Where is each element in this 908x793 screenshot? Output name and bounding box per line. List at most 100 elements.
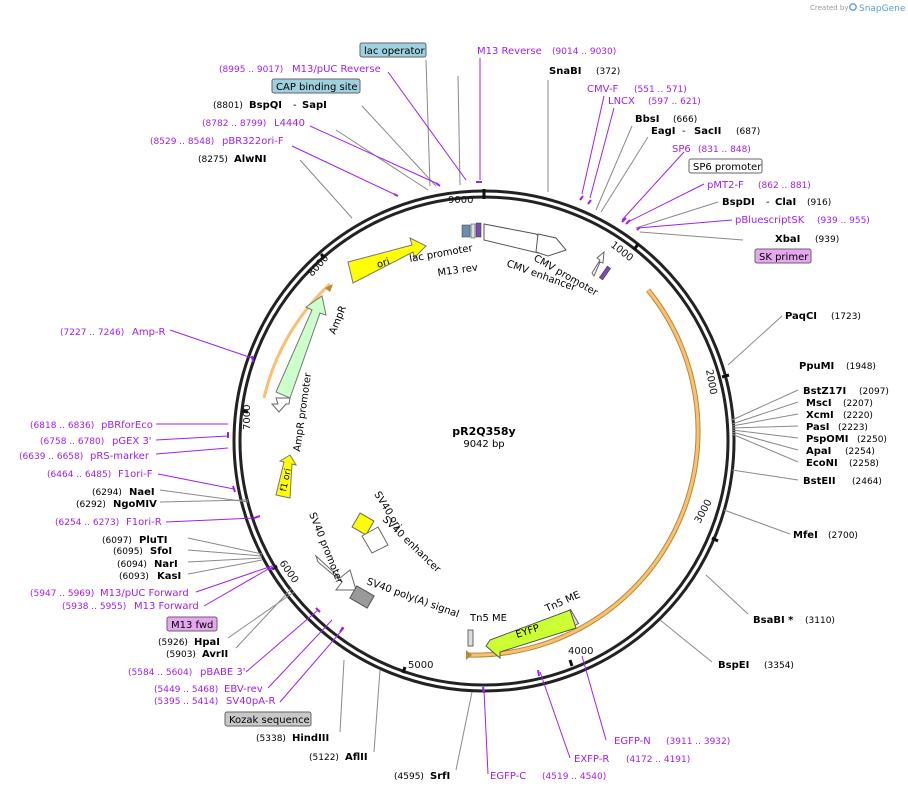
primer-cmv-f-name[interactable]: CMV-F	[587, 84, 618, 95]
primer-exfp-r-name[interactable]: EXFP-R	[574, 754, 609, 765]
enzyme-econi-name[interactable]: EcoNI	[806, 458, 838, 469]
tick-3000	[711, 536, 719, 543]
primer-pbr322ori-f-name[interactable]: pBR322ori-F	[222, 136, 284, 147]
primer-m13puc-reverse-name[interactable]: M13/pUC Reverse	[292, 64, 381, 75]
sv40-promoter-feature[interactable]	[314, 554, 357, 591]
primer-pmt2-f-name[interactable]: pMT2-F	[707, 180, 744, 191]
lac-operator-box-label[interactable]: lac operator	[364, 46, 425, 57]
enzyme-mfei-name[interactable]: MfeI	[793, 530, 818, 541]
enzyme-bsteii-pos: (2464)	[852, 477, 882, 487]
primer-f1ori-r-name[interactable]: F1ori-R	[126, 517, 162, 528]
primer-pbrforeco-name[interactable]: pBRforEco	[101, 420, 153, 431]
enzyme-snabi-name[interactable]: SnaBI	[549, 66, 581, 77]
cmv-promoter-feature[interactable]	[535, 233, 567, 257]
tn5-me-feature-1[interactable]	[467, 629, 474, 647]
primer-prs-marker-name[interactable]: pRS-marker	[90, 451, 150, 462]
primer-m13-reverse-name[interactable]: M13 Reverse	[477, 46, 542, 57]
ampr-promoter-feature[interactable]	[270, 397, 291, 413]
sp6-promoter-feature[interactable]	[591, 250, 605, 278]
sv40-enhancer-label: SV40 enhancer	[380, 514, 443, 575]
eyfp-feature[interactable]	[485, 609, 577, 660]
enzyme-bspqi-name[interactable]: BspQI	[249, 100, 282, 111]
m13-fwd-box-label[interactable]: M13 fwd	[171, 620, 213, 631]
enzyme-alwni-name[interactable]: AlwNI	[234, 154, 267, 165]
enzyme-ppumi-name[interactable]: PpuMI	[799, 361, 834, 372]
m13-rev-label: M13 rev	[437, 262, 479, 279]
eyfp-orf-arrowhead	[466, 650, 472, 660]
enzyme-apai-name[interactable]: ApaI	[806, 446, 831, 457]
kozak-sequence-box-label[interactable]: Kozak sequence	[229, 715, 310, 726]
primer-m13-forward-name[interactable]: M13 Forward	[134, 601, 199, 612]
tn5-me-label-2: Tn5 ME	[543, 590, 582, 615]
enzyme-snabi-pos: (372)	[596, 67, 620, 77]
primer-f1ori-f-name[interactable]: F1ori-F	[118, 469, 153, 480]
ori-feature[interactable]	[347, 237, 427, 284]
sp6-promoter-box-label[interactable]: SP6 promoter	[693, 162, 762, 173]
enzyme-avrii-name[interactable]: AvrII	[202, 649, 228, 660]
enzyme-bspei-name[interactable]: BspEI	[718, 660, 749, 671]
enzyme-eagi-name[interactable]: EagI	[651, 126, 675, 137]
enzyme-xcmi-name[interactable]: XcmI	[806, 410, 834, 421]
primer-pbabe3-name[interactable]: pBABE 3'	[200, 667, 246, 678]
enzyme-srfi-name[interactable]: SrfI	[430, 771, 450, 782]
sv40-enhancer-feature[interactable]	[361, 526, 389, 554]
tick-label-3000: 3000	[693, 498, 715, 526]
primer-ebv-rev-name[interactable]: EBV-rev	[224, 684, 263, 695]
lac-operator-feature[interactable]	[470, 223, 476, 239]
enzyme-kasi-name[interactable]: KasI	[157, 571, 181, 582]
enzyme-pspomi-name[interactable]: PspOMI	[806, 434, 848, 445]
enzyme-pasi-name[interactable]: PasI	[806, 422, 829, 433]
ori-label: ori	[376, 256, 392, 270]
enzyme-bspdi-name[interactable]: BspDI	[722, 197, 755, 208]
m13-fwd-box	[166, 616, 218, 632]
enzyme-paqci-name[interactable]: PaqCI	[785, 311, 817, 322]
primer-sp6-name[interactable]: SP6	[672, 144, 691, 155]
enzyme-xbai-pos: (939)	[815, 235, 839, 245]
primer-egfp-c-name[interactable]: EGFP-C	[490, 771, 526, 782]
ampr-feature[interactable]	[275, 295, 327, 399]
m13-rev-feature[interactable]	[475, 222, 482, 238]
enzyme-bstz17i-name[interactable]: BstZ17I	[803, 386, 846, 397]
enzyme-xcmi-pos: (2220)	[843, 411, 873, 421]
enzyme-clai-name[interactable]: ClaI	[775, 197, 796, 208]
primer-amp-r-name[interactable]: Amp-R	[132, 327, 166, 338]
primer-sv40pa-r-name[interactable]: SV40pA-R	[226, 696, 275, 707]
primer-pbluescriptsk-name[interactable]: pBluescriptSK	[735, 215, 805, 226]
snapgene-logo-icon	[849, 3, 857, 11]
enzyme-naei-pos: (6294)	[92, 488, 122, 498]
primer-egfp-n-name[interactable]: EGFP-N	[614, 736, 651, 747]
enzyme-naei-name[interactable]: NaeI	[129, 487, 155, 498]
sv40-ori-feature[interactable]	[351, 512, 375, 536]
enzyme-hpai-name[interactable]: HpaI	[194, 637, 220, 648]
enzyme-sfoi-name[interactable]: SfoI	[150, 546, 172, 557]
f1-ori-label: f1 ori	[279, 468, 294, 493]
f1-ori-feature[interactable]	[275, 454, 298, 499]
primer-l4440-name[interactable]: L4440	[274, 118, 305, 129]
sk-primer-box-label[interactable]: SK primer	[759, 252, 809, 263]
enzyme-bbsi-name[interactable]: BbsI	[635, 114, 659, 125]
primer-lncx-name[interactable]: LNCX	[608, 96, 635, 107]
primer-pgex3-name[interactable]: pGEX 3'	[112, 436, 152, 447]
enzyme-xbai-name[interactable]: XbaI	[775, 234, 800, 245]
enzyme-bsabi-name[interactable]: BsaBI *	[753, 615, 794, 626]
enzyme-ngomiv-name[interactable]: NgoMIV	[113, 499, 157, 510]
enzyme-msci-name[interactable]: MscI	[806, 398, 832, 409]
enzyme-aflii-name[interactable]: AflII	[345, 752, 368, 763]
enzyme-pluti-name[interactable]: PluTI	[139, 535, 167, 546]
sv40-polya-feature[interactable]	[349, 585, 375, 609]
eyfp-orf-arc	[465, 288, 701, 658]
lac-promoter-feature[interactable]	[461, 224, 471, 238]
sk-primer-feature[interactable]	[598, 265, 612, 281]
primer-m13puc-forward-name[interactable]: M13/pUC Forward	[100, 588, 189, 599]
enzyme-bsteii-name[interactable]: BstEII	[803, 476, 836, 487]
cap-binding-site-box-label[interactable]: CAP binding site	[276, 82, 358, 93]
primer-l4440-range: (8782 .. 8799)	[202, 119, 266, 129]
enzyme-hindiii-name[interactable]: HindIII	[292, 733, 329, 744]
tick-4000	[568, 659, 574, 667]
enzyme-bspqi-pos: (8801)	[213, 101, 243, 111]
enzyme-nari-name[interactable]: NarI	[154, 559, 178, 570]
enzyme-sacii-name[interactable]: SacII	[694, 126, 721, 137]
enzyme-sapi-name[interactable]: SapI	[302, 100, 327, 111]
